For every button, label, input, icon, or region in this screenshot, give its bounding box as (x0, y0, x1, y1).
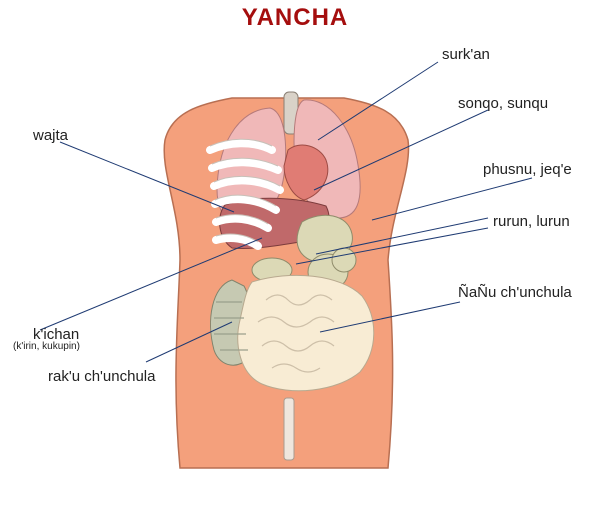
intestine-coils (257, 294, 335, 373)
label-large-intestine: rak'u ch'unchula (48, 368, 156, 385)
label-stomach-alt: (k'irin, kukupin) (13, 341, 80, 352)
leader-small-intestine (319, 301, 461, 333)
label-lungs: sonqo, sunqu (458, 95, 549, 112)
leader-lines (39, 61, 533, 363)
leader-kidney-2 (295, 227, 489, 265)
diagram-title: YANCHA (241, 4, 349, 31)
label-heart: surk'an (442, 46, 490, 63)
rib-cage (206, 139, 284, 250)
leader-large-intestine (145, 321, 233, 363)
colon-segments (214, 301, 248, 351)
leader-heart (317, 61, 439, 141)
leader-stomach (39, 237, 263, 331)
duodenum (331, 247, 357, 273)
label-stomach: k'ichan (33, 326, 80, 343)
leader-lungs (313, 109, 489, 191)
label-kidney: rurun, lurun (493, 213, 570, 230)
leader-kidney-1 (315, 217, 489, 255)
label-spleen: phusnu, jeq'e (483, 161, 572, 178)
leader-liver (59, 141, 235, 213)
spine-stub (283, 397, 295, 461)
label-liver: wajta (33, 127, 69, 144)
rib-outlines (209, 138, 281, 243)
label-small-intestine: ÑaÑu ch'unchula (458, 284, 572, 301)
small-intestine (237, 274, 375, 392)
leader-spleen (371, 177, 533, 221)
